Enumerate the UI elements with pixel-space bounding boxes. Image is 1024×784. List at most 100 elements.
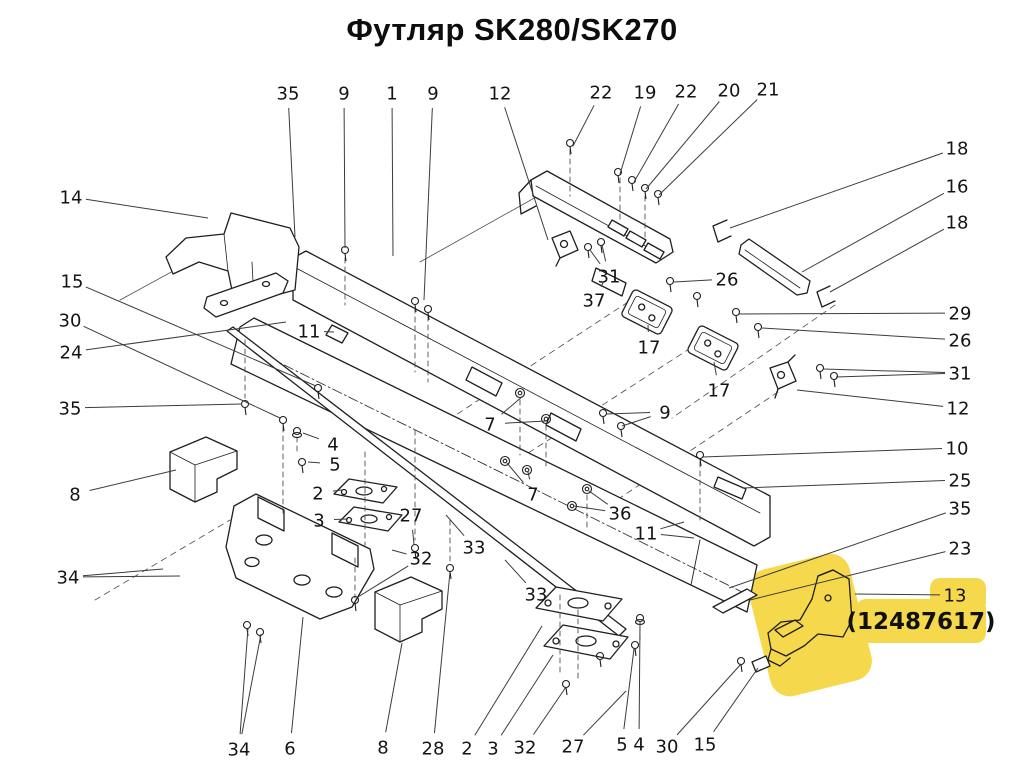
- callout-label-20: 20: [718, 81, 741, 102]
- callout-leader: [412, 529, 415, 545]
- callout-label-18: 18: [946, 139, 969, 160]
- washer-icon: [499, 455, 511, 467]
- screw-icon: [410, 296, 420, 313]
- callout-leader: [645, 101, 720, 190]
- callout-label-19: 19: [634, 83, 657, 104]
- callout-leader: [673, 279, 713, 283]
- callout-label-27: 27: [400, 506, 423, 527]
- screw-icon: [598, 408, 608, 425]
- callout-label-34: 34: [228, 740, 251, 761]
- callout-leader: [660, 521, 685, 530]
- callout-label-12: 12: [489, 84, 512, 105]
- callout-leader: [501, 395, 524, 415]
- callout-leader: [796, 389, 944, 407]
- callout-leader: [85, 286, 317, 387]
- callout-label-5: 5: [329, 455, 340, 476]
- callout-leader: [583, 690, 627, 736]
- callout-leader: [445, 514, 465, 537]
- screw-icon: [640, 183, 650, 200]
- callout-label-35: 35: [59, 399, 82, 420]
- callout-leader: [290, 616, 304, 734]
- callout-label-22: 22: [675, 82, 698, 103]
- screw-icon: [630, 640, 640, 657]
- callout-label-30: 30: [59, 311, 82, 332]
- callout-leader: [801, 192, 945, 273]
- callout-label-35: 35: [949, 499, 972, 520]
- callout-label-37: 37: [583, 291, 606, 312]
- screw-icon: [242, 620, 252, 637]
- callout-leader: [589, 249, 601, 265]
- callout-leader: [391, 549, 407, 555]
- callout-label-24: 24: [60, 343, 83, 364]
- callout-leader: [357, 565, 409, 598]
- callout-label-11: 11: [298, 322, 321, 343]
- callout-label-30: 30: [656, 737, 679, 758]
- callout-leader: [760, 327, 946, 340]
- callout-label-33: 33: [463, 538, 486, 559]
- callout-label-15: 15: [61, 272, 84, 293]
- page-title: Футляр SK280/SK270: [346, 12, 678, 47]
- callout-label-31: 31: [949, 364, 972, 385]
- callout-leader: [302, 432, 320, 440]
- screw-icon: [297, 457, 307, 474]
- callout-label-11: 11: [635, 524, 658, 545]
- callout-label-5: 5: [616, 735, 627, 756]
- highlighted-part-number: (12487617): [846, 609, 995, 635]
- callout-leader: [423, 107, 433, 301]
- screw-icon: [627, 175, 637, 192]
- callout-leader: [82, 575, 181, 578]
- callout-label-8: 8: [377, 738, 388, 759]
- callout-label-25: 25: [949, 471, 972, 492]
- callout-label-9: 9: [659, 403, 670, 424]
- washer-icon: [521, 464, 533, 476]
- screw-icon: [596, 237, 606, 254]
- callout-leader: [623, 648, 635, 730]
- drawing-lines: [94, 149, 836, 679]
- washer-icon: [514, 387, 526, 399]
- callout-label-15: 15: [694, 735, 717, 756]
- callout-leader: [82, 568, 164, 577]
- callout-leader: [588, 490, 609, 505]
- screw-icon: [815, 363, 825, 380]
- callout-label-22: 22: [590, 83, 613, 104]
- callout-label-17: 17: [708, 381, 731, 402]
- callout-label-33: 33: [525, 585, 548, 606]
- callout-leader: [385, 642, 403, 733]
- callout-label-8: 8: [69, 485, 80, 506]
- callout-leader: [658, 99, 758, 196]
- callout-leader: [854, 593, 941, 596]
- screw-icon: [583, 242, 593, 259]
- callout-leader: [621, 416, 651, 427]
- callout-label-4: 4: [633, 735, 644, 756]
- screw-icon: [753, 322, 763, 339]
- washer-icon: [581, 483, 593, 495]
- callout-leader: [600, 282, 604, 287]
- callout-leader: [433, 571, 451, 734]
- callout-leader: [605, 412, 651, 415]
- callout-label-23: 23: [949, 539, 972, 560]
- callout-label-4: 4: [327, 435, 338, 456]
- screw-icon: [695, 450, 705, 467]
- callout-leader: [533, 686, 567, 735]
- callout-leader: [822, 368, 946, 374]
- callout-leader: [504, 420, 547, 424]
- callout-leader: [500, 654, 554, 736]
- callout-leader: [835, 372, 946, 378]
- washer-icon: [540, 413, 552, 425]
- callout-leader: [89, 469, 177, 492]
- callout-leader: [749, 551, 946, 601]
- screw-icon: [665, 276, 675, 293]
- callout-leader: [741, 480, 946, 489]
- callout-label-2: 2: [461, 739, 472, 760]
- callout-label-3: 3: [487, 739, 498, 760]
- screw-icon: [616, 421, 626, 438]
- callout-label-32: 32: [514, 738, 537, 759]
- callout-leader: [619, 106, 642, 175]
- callout-label-18: 18: [946, 213, 969, 234]
- screw-icon: [731, 307, 741, 324]
- callout-leader: [728, 512, 946, 589]
- screw-icon: [736, 656, 746, 673]
- callout-leader: [332, 489, 343, 492]
- nut-icon: [291, 426, 303, 439]
